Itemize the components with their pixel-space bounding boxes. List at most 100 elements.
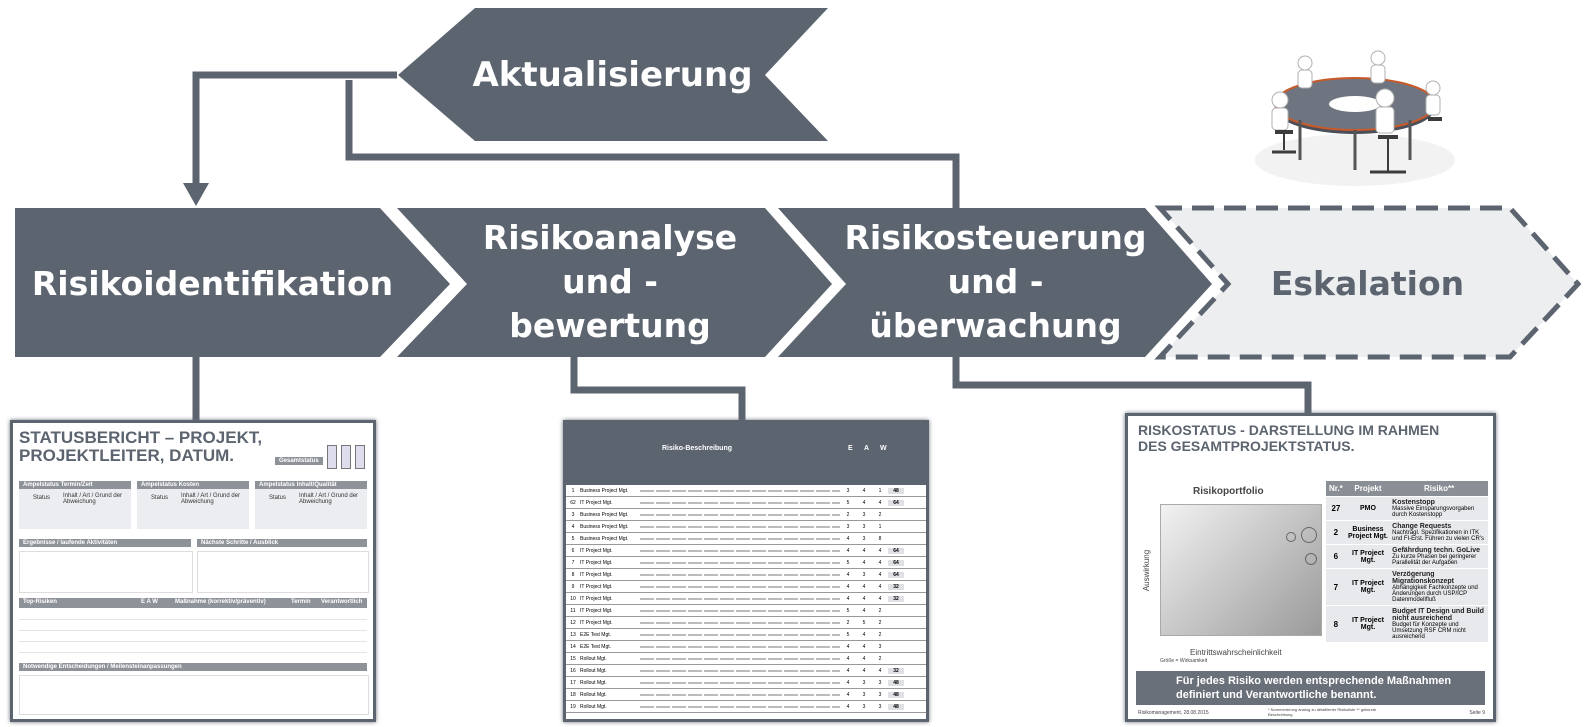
risk-cell-e: 5 <box>846 559 850 566</box>
risk-cell-desc <box>640 705 840 708</box>
decisions-header: Notwendige Entscheidungen / Meilensteina… <box>19 663 367 671</box>
risk-cell-area: IT Project Mgt. <box>580 595 613 602</box>
risk-cell-desc <box>640 609 840 612</box>
risk-cell-nr: 12 <box>570 619 576 626</box>
overall-traffic-light <box>327 445 337 469</box>
risk-cell-a: 3 <box>862 535 866 542</box>
y-axis-label: Auswirkung <box>1142 549 1152 592</box>
risk-cell-nr: 3 <box>571 511 575 518</box>
risk-cell-area: Rollout Mgt. <box>580 679 607 686</box>
risk-cell-e: 4 <box>846 571 850 578</box>
risk-cell-nr: 19 <box>570 703 576 710</box>
risk-cell-w: 2 <box>878 619 882 626</box>
risk-bubble <box>1305 553 1317 565</box>
risk-cell-desc <box>640 549 840 552</box>
risk-title: Gefährdung techn. GoLive <box>1392 547 1481 554</box>
risk-project: IT Project Mgt. <box>1345 568 1391 606</box>
risk-cell-nr: 11 <box>570 607 576 614</box>
risk-cell-desc <box>640 513 840 516</box>
risk-cell-desc <box>640 489 840 492</box>
col-nr: Nr.* <box>1326 481 1346 497</box>
stage-chevron-identification <box>15 208 450 357</box>
feedback-loop-line <box>192 71 397 190</box>
risk-nr: 2 <box>1326 520 1346 545</box>
risk-cell-w: 3 <box>878 703 882 710</box>
risk-cell-area: IT Project Mgt. <box>580 607 613 614</box>
risk-cell-w: 4 <box>878 667 882 674</box>
update-label: Aktualisierung <box>472 55 753 95</box>
risk-cell-area: Business Project Mgt. <box>580 535 629 542</box>
risk-cell-desc <box>640 561 840 564</box>
risk-cell-e: 5 <box>846 607 850 614</box>
risk-cell-nr: 16 <box>570 667 576 674</box>
risk-cell-nr: 8 <box>571 571 575 578</box>
risk-nr: 27 <box>1326 496 1346 521</box>
measure-label: Maßnahme (korrektiv/präventiv) <box>175 599 266 605</box>
risk-cell-a: 4 <box>862 631 866 638</box>
risk-cell-w: 2 <box>878 631 882 638</box>
deadline-label: Termin <box>291 599 311 605</box>
col-e-header: E <box>848 445 853 452</box>
risk-cell-score: 64 <box>888 559 904 566</box>
risk-cell-area: Business Project Mgt. <box>580 511 629 518</box>
risk-cell-score: 64 <box>888 547 904 554</box>
risk-cell-desc <box>640 645 840 648</box>
risk-cell-area: Business Project Mgt. <box>580 487 629 494</box>
ampel-panel-termin: Ampelstatus Termin/Zeit Inhalt / Art / G… <box>19 481 131 529</box>
ampel-inhalt-label: Ampelstatus Inhalt/Qualität <box>255 481 367 489</box>
risk-cell-a: 4 <box>862 655 866 662</box>
risk-cell-desc <box>640 633 840 636</box>
ampel-bullet: Inhalt / Art / Grund der Abweichung <box>299 493 359 505</box>
results-header: Ergebnisse / laufende Aktivitäten <box>19 539 191 547</box>
risk-cell-w: 3 <box>878 679 882 686</box>
risk-portfolio-matrix <box>1160 504 1322 636</box>
risk-cell-w: 4 <box>878 559 882 566</box>
risk-cell-e: 4 <box>846 595 850 602</box>
risk-cell-area: IT Project Mgt. <box>580 559 613 566</box>
risk-cell-w: 4 <box>878 499 882 506</box>
risk-cell-desc <box>640 669 840 672</box>
top-risks-table <box>19 609 367 655</box>
risk-cell-score: 64 <box>888 571 904 578</box>
risk-cell-desc <box>640 693 840 696</box>
risk-project: IT Project Mgt. <box>1345 544 1391 569</box>
eaw-label: E A W <box>141 599 158 605</box>
update-chevron <box>398 8 828 141</box>
risk-cell-nr: 1 <box>571 487 575 494</box>
risk-cell-w: 4 <box>878 547 882 554</box>
risk-cell-w: 8 <box>878 535 882 542</box>
risk-cell-score: 48 <box>888 691 904 698</box>
risk-cell-score: 48 <box>888 679 904 686</box>
risk-cell-nr: 13 <box>570 631 576 638</box>
risk-cell-a: 4 <box>862 607 866 614</box>
risk-cell-a: 5 <box>862 619 866 626</box>
risk-cell-e: 4 <box>846 583 850 590</box>
status-label: Status <box>151 495 169 501</box>
stage-chevron-escalation <box>1154 205 1582 360</box>
risk-cell-a: 3 <box>862 571 866 578</box>
risk-cell-e: 5 <box>846 499 850 506</box>
update-connector-line <box>345 80 960 210</box>
risk-list-header: Risiko-Beschreibung E A W <box>566 423 926 485</box>
risk-cell-desc <box>640 621 840 624</box>
risk-cell-area: Rollout Mgt. <box>580 667 607 674</box>
risk-cell-nr: 7 <box>571 559 575 566</box>
stage-chevron-control <box>778 208 1212 357</box>
x-axis-label: Eintrittswahrscheinlichkeit <box>1190 648 1282 657</box>
risk-cell-score: 48 <box>888 703 904 710</box>
footer-left: Risikomanagement, 28.08.2015 <box>1138 710 1209 716</box>
risk-cell-score: 32 <box>888 595 904 602</box>
risk-cell-nr: 15 <box>570 655 576 662</box>
results-area <box>19 551 193 593</box>
